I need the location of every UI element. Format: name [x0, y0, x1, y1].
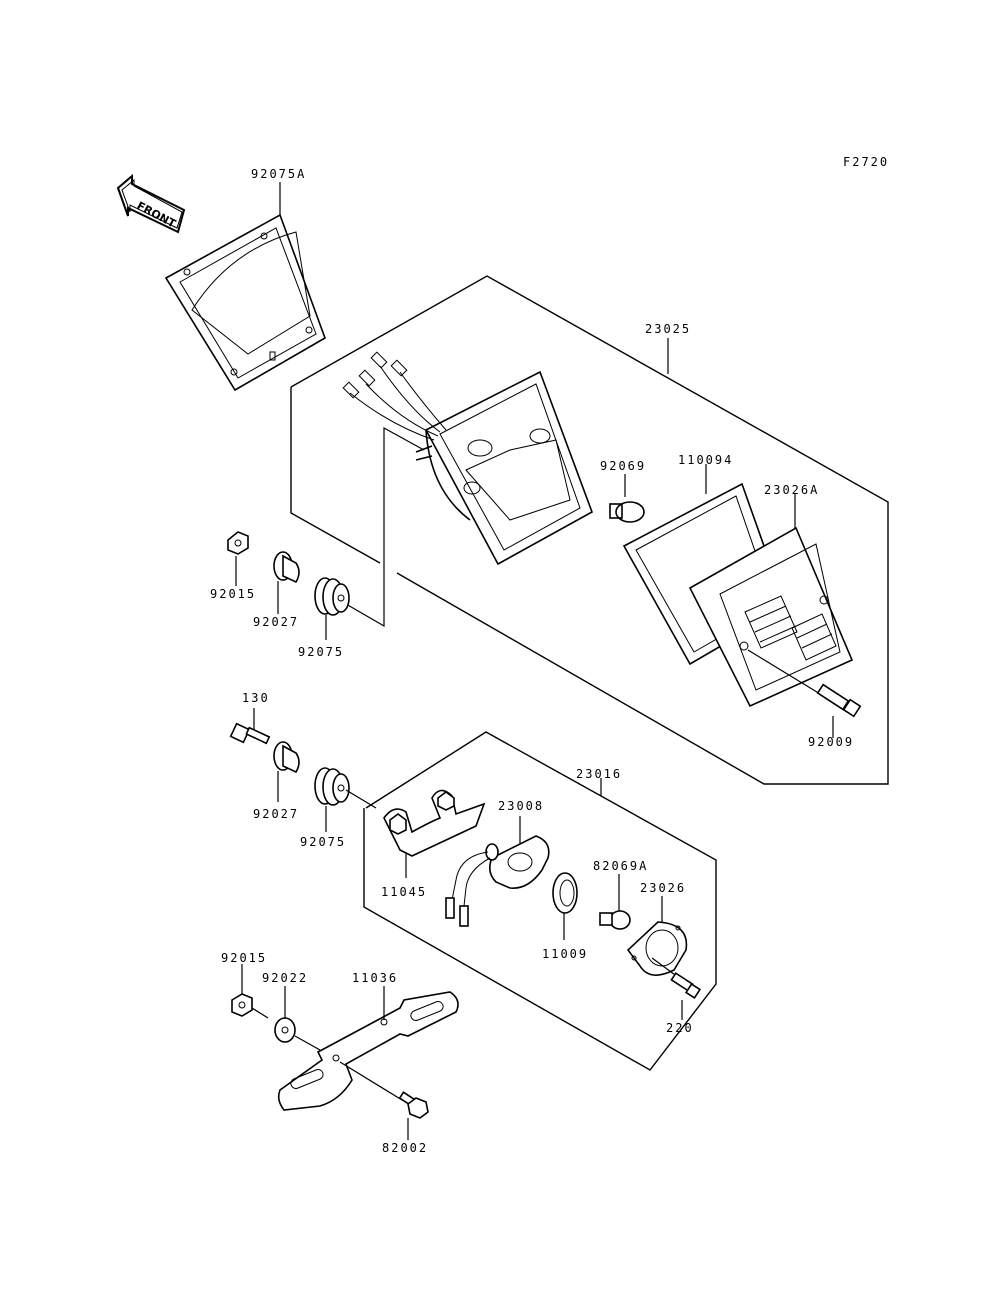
bulb-top — [609, 474, 645, 523]
label-bolt-lower: 82002 — [382, 1141, 428, 1155]
label-bulb-top: 92069 — [600, 459, 646, 473]
label-gasket-mount: 92075A — [251, 167, 306, 181]
screw-lens — [747, 649, 862, 738]
figure-code: F2720 — [843, 155, 889, 169]
washer — [274, 986, 321, 1051]
label-packing: 11009 — [542, 947, 588, 961]
label-lens-top: 23026A — [764, 483, 819, 497]
taillight-assembly-frame — [290, 275, 889, 785]
nut-upper — [227, 531, 249, 586]
packing — [552, 872, 578, 940]
mounting-gasket — [164, 182, 326, 392]
label-bracket-license: 11036 — [352, 971, 398, 985]
license-light-assembly-frame — [363, 731, 717, 1071]
label-lens-license: 23026 — [640, 881, 686, 895]
nut-lower — [231, 964, 269, 1019]
damper-upper — [314, 577, 350, 640]
label-license-light-assembly: 23016 — [576, 767, 622, 781]
label-taillight-assembly: 23025 — [645, 322, 691, 336]
label-collar-upper: 92027 — [253, 615, 299, 629]
front-arrow-icon: FRONT — [116, 173, 186, 234]
label-socket: 23008 — [498, 799, 544, 813]
label-collar-lower: 92027 — [253, 807, 299, 821]
bracket-license — [277, 986, 459, 1111]
label-washer: 92022 — [262, 971, 308, 985]
taillight-housing — [342, 351, 593, 566]
bulb-license — [599, 874, 631, 930]
screw-220 — [651, 957, 702, 1020]
label-bolt-130: 130 — [242, 691, 270, 705]
bracket-small — [383, 789, 486, 878]
bolt-130 — [229, 708, 271, 745]
label-nut-upper: 92015 — [210, 587, 256, 601]
label-screw-220: 220 — [666, 1021, 694, 1035]
label-bracket-small: 11045 — [381, 885, 427, 899]
label-nut-lower: 92015 — [221, 951, 267, 965]
label-damper-upper: 92075 — [298, 645, 344, 659]
damper-lower — [314, 767, 377, 832]
label-damper-lower: 92075 — [300, 835, 346, 849]
bolt-lower — [398, 1091, 429, 1140]
collar-upper — [273, 551, 300, 614]
collar-lower — [273, 741, 300, 802]
label-lens-gasket: 110094 — [678, 453, 733, 467]
label-bulb-license: 82069A — [593, 859, 648, 873]
socket — [445, 816, 550, 927]
label-screw-lens: 92009 — [808, 735, 854, 749]
lens-license — [626, 896, 688, 976]
lens-top — [688, 493, 854, 708]
